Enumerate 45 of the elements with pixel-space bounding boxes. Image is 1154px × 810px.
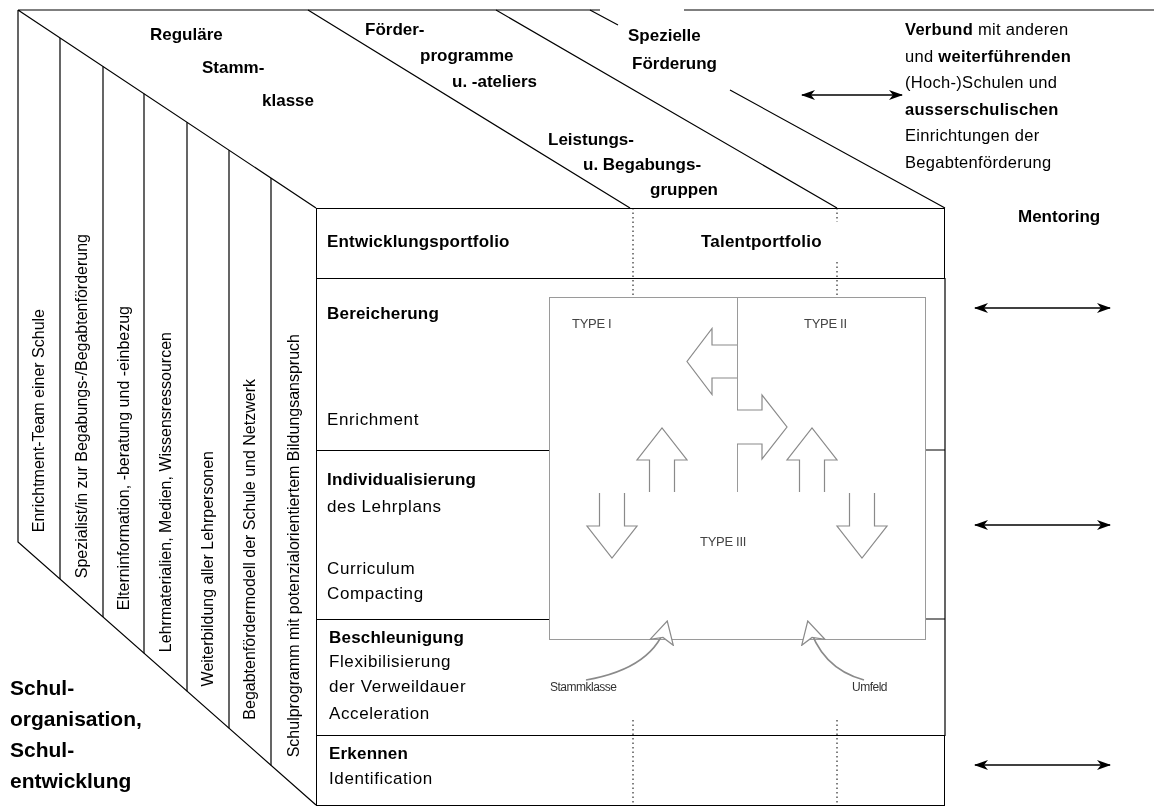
strip-label: Begabtenfördermodell der Schule und Netzwerk [240, 379, 260, 720]
matrix-row [316, 735, 945, 806]
row-text: des Lehrplans [327, 496, 442, 518]
row-heading: Individualisierung [327, 469, 477, 491]
block-arrow [585, 492, 639, 559]
row-heading: Bereicherung [327, 303, 439, 325]
row-text: Flexibilisierung der Verweildauer [329, 651, 467, 698]
network-note: Verbund mit anderen und weiterführenden (Hoch-)Schulen und ausserschulischen Einrichtungen der Begabtenförderung [905, 16, 1101, 175]
type-label: TYPE I [572, 316, 612, 331]
row-heading: Beschleunigung [329, 627, 465, 649]
row-heading: Erkennen [329, 743, 409, 765]
strip-label: Lehrmaterialien, Medien, Wissensressourcen [155, 331, 176, 652]
arrow-label: Umfeld [852, 680, 887, 694]
matrix-row [316, 208, 945, 279]
double-headed-arrow [801, 90, 903, 100]
strip-label: Enrichtment-Team einer Schule [28, 308, 49, 532]
row-text: Enrichment [327, 409, 419, 431]
block-arrow [835, 492, 889, 559]
curved-arrow [585, 620, 673, 681]
side-heading: Mentoring [1018, 206, 1101, 228]
arrow-label: Stammklasse [550, 680, 617, 694]
type-label: TYPE III [700, 534, 746, 549]
block-arrow [635, 427, 689, 493]
face-label: Schul- organisation, Schul- entwicklung [10, 675, 142, 794]
band-label: Förder- programme u. -ateliers [365, 17, 538, 95]
strip-label: Schulprogramm mit potenzialorientiertem Bildungsanspruch [283, 333, 304, 757]
strip-label: Weiterbildung aller Lehrpersonen [198, 450, 218, 686]
block-arrow [736, 393, 788, 461]
type-region [549, 492, 926, 640]
strip-label: Elterninformation, -beratung und -einbezug [113, 305, 134, 610]
type-region [737, 297, 926, 493]
strip-label: Spezialist/in zur Begabungs-/Begabtenförderung [71, 233, 92, 578]
band-label: Reguläre Stamm- klasse [150, 18, 314, 117]
row-heading: Entwicklungsportfolio [327, 231, 510, 253]
block-arrow [686, 326, 738, 397]
curved-arrow [801, 620, 865, 681]
row-text: Acceleration [329, 703, 430, 725]
row-heading: Talentportfolio [701, 231, 822, 253]
type-label: TYPE II [804, 316, 847, 331]
row-text: Identification [329, 768, 433, 790]
block-arrow [785, 427, 839, 493]
row-text: Curriculum Compacting [327, 558, 424, 605]
band-label: Spezielle Förderung [628, 22, 717, 78]
band-label: Leistungs- u. Begabungs- gruppen [548, 127, 718, 202]
type-region [549, 297, 737, 493]
